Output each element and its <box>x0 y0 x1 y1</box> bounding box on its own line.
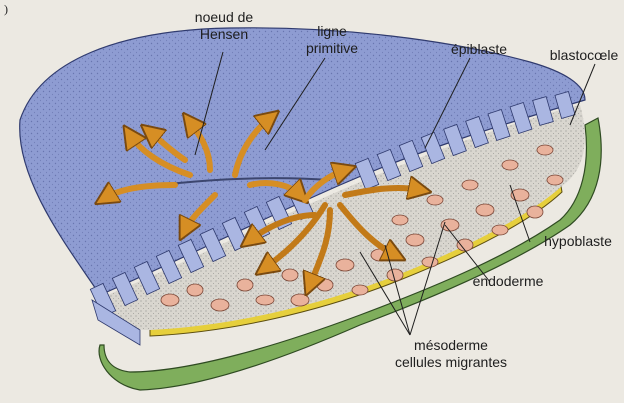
label-endoderme: endoderme <box>463 273 553 290</box>
label-noeud-line-2: Hensen <box>184 26 264 43</box>
label-epiblaste: épiblaste <box>446 41 512 58</box>
label-hypoblaste: hypoblaste <box>536 233 620 250</box>
figure-corner-mark: ) <box>4 2 8 17</box>
label-noeud-line-1: noeud de <box>184 9 264 26</box>
label-ligne-line-1: ligne <box>297 23 367 40</box>
label-ligne-primitive: ligne primitive <box>297 23 367 57</box>
label-mesoderme: mésoderme cellules migrantes <box>376 337 526 371</box>
label-mesoderme-line-2: cellules migrantes <box>376 354 526 371</box>
label-blastocoele: blastocœle <box>544 47 624 64</box>
label-noeud-de-hensen: noeud de Hensen <box>184 9 264 43</box>
label-ligne-line-2: primitive <box>297 40 367 57</box>
label-mesoderme-line-1: mésoderme <box>376 337 526 354</box>
